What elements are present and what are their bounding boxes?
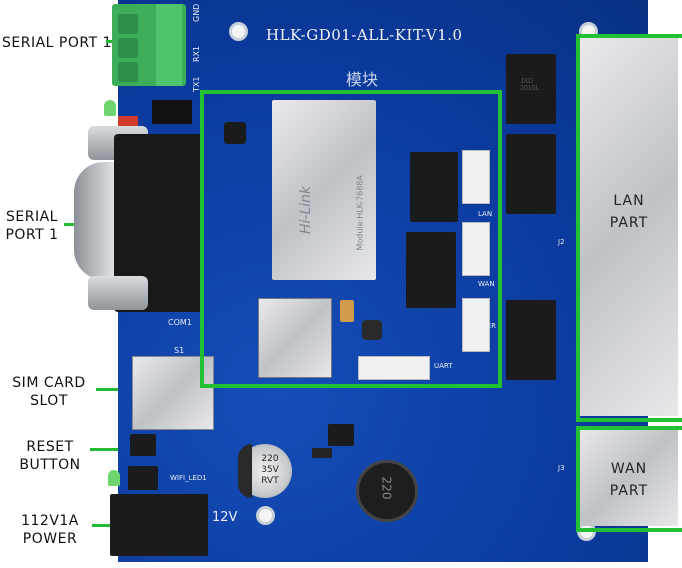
label-power: 112V1A POWER (8, 512, 92, 548)
terminal-screw-3 (118, 62, 138, 82)
wan-port-metal (578, 428, 678, 526)
label-serial-port-mid-line2: PORT 1 (5, 227, 59, 243)
wan-part-highlight-box (576, 426, 682, 532)
inductor-mark: 220 (379, 476, 394, 500)
silk-s1: S1 (174, 346, 185, 355)
module-brand: Hi-Link (298, 185, 314, 234)
capacitor-band (238, 444, 252, 498)
wan-part-label: WAN PART (578, 458, 680, 502)
red-jumper (118, 116, 138, 128)
uart-connector (358, 356, 430, 380)
capacitor-line3: RVT (261, 476, 279, 486)
capacitor-line2: 35V (261, 465, 279, 475)
lan-part-line2: PART (609, 215, 649, 231)
mounting-hole-bl (256, 506, 275, 525)
transformer-1: JXD 2010L (506, 54, 556, 124)
silk-wan: WAN (478, 280, 495, 288)
inductor-small (362, 320, 382, 340)
terminal-screw-2 (118, 38, 138, 58)
label-reset-line2: BUTTON (19, 457, 81, 473)
label-sim-card: SIM CARD SLOT (2, 374, 96, 410)
label-sim-line2: SLOT (30, 393, 68, 409)
sim-slot-inner (258, 298, 332, 378)
transformer-3 (506, 300, 556, 380)
terminal-screw-1 (118, 14, 138, 34)
lan-connector-small (462, 150, 490, 204)
silk-wifi-led: WIFI_LED1 (170, 474, 207, 482)
tactile-switch (224, 122, 246, 144)
silk-gnd: GND (192, 3, 201, 22)
db9-screw-bottom (88, 276, 148, 310)
wan-part-line2: PART (609, 483, 649, 499)
module-model: Module:HLK-7688A (355, 175, 365, 251)
lan-part-line1: LAN (613, 193, 645, 209)
electrolytic-capacitor: 220 35V RVT (238, 444, 292, 498)
power-jack (110, 494, 208, 556)
board-title: HLK-GD01-ALL-KIT-V1.0 (266, 26, 463, 44)
wan-connector-small (462, 222, 490, 276)
label-reset-line1: RESET (26, 439, 74, 455)
label-serial-port-top: SERIAL PORT 1 (2, 35, 112, 51)
lan-part-label: LAN PART (578, 190, 680, 234)
label-sim-line1: SIM CARD (12, 375, 86, 391)
label-serial-port-mid: SERIAL PORT 1 (4, 208, 60, 244)
label-serial-port-mid-line1: SERIAL (6, 209, 58, 225)
silk-com1: COM1 (168, 318, 192, 327)
hlk-7688a-module: Hi-Link Module:HLK-7688A (272, 100, 376, 280)
terminal-ridge (156, 4, 182, 86)
crystal (340, 300, 354, 322)
silk-uart: UART (434, 362, 453, 370)
label-power-line2: POWER (22, 531, 78, 547)
green-led-bottom (108, 470, 120, 486)
power-inductor: 220 (356, 460, 418, 522)
silk-j2: J2 (558, 238, 565, 246)
module-highlight-box (200, 90, 502, 388)
silk-12v: 12V (212, 510, 238, 525)
db9-serial-connector (74, 126, 204, 312)
green-led-top (104, 100, 116, 116)
power-connector-small (462, 298, 490, 352)
header-jumper-top (152, 100, 192, 124)
capacitor-line1: 220 (261, 454, 279, 464)
transformer-1-mark: JXD 2010L (520, 78, 540, 92)
ic-upper (410, 152, 458, 222)
label-reset: RESET BUTTON (10, 438, 90, 474)
diode (312, 448, 332, 458)
silk-lan: LAN (478, 210, 493, 218)
lan-part-highlight-box (576, 34, 682, 422)
silk-j3: J3 (558, 464, 565, 472)
silk-rx1: RX1 (192, 45, 201, 62)
wan-part-line1: WAN (610, 461, 648, 477)
ic-lower (406, 232, 456, 308)
reset-button (130, 434, 156, 456)
label-power-line1: 112V1A (21, 513, 79, 529)
lan-port-metal (578, 36, 678, 416)
led-header (128, 466, 158, 490)
serial-terminal-block (112, 4, 186, 86)
regulator-ic (328, 424, 354, 446)
capacitor-text: 220 35V RVT (254, 454, 286, 487)
transformer-2 (506, 134, 556, 214)
module-chinese-text: 模块 (346, 70, 379, 89)
silk-power: POWER (470, 322, 496, 330)
mounting-hole-tl (229, 22, 248, 41)
